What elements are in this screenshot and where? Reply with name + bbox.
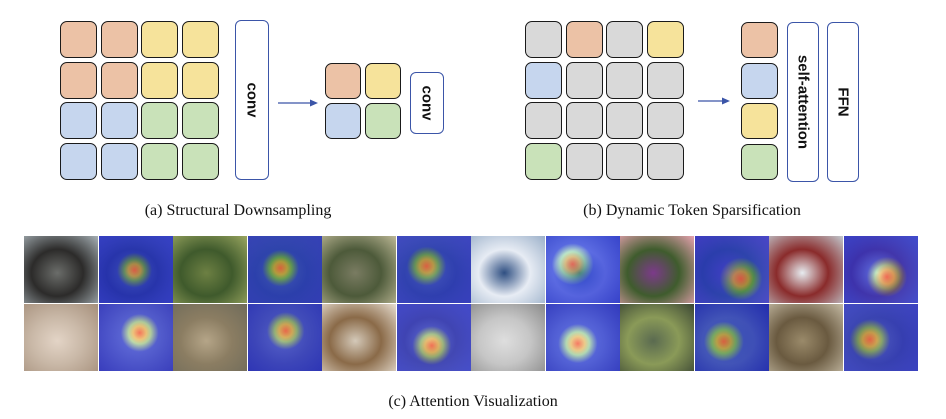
attention-heatmap: [98, 236, 173, 303]
input-image-thumbnail: [471, 236, 545, 303]
token-tile: [181, 102, 219, 139]
selected-token-tile: [741, 143, 778, 180]
attention-heatmap: [396, 304, 471, 371]
attention-overlay-thumbnail: [545, 304, 620, 371]
input-image-thumbnail: [769, 304, 843, 371]
token-tile: [525, 21, 562, 58]
attention-heatmap: [843, 304, 918, 371]
token-tile: [646, 61, 684, 99]
ffn-label: FFN: [834, 87, 852, 117]
attention-overlay-thumbnail: [396, 304, 471, 371]
input-image-thumbnail: [322, 236, 396, 303]
token-tile: [100, 102, 138, 139]
attention-heatmap: [545, 304, 620, 371]
token-tile: [565, 142, 603, 180]
attention-overlay-thumbnail: [247, 236, 322, 303]
selected-token-tile: [741, 62, 778, 99]
input-image-thumbnail: [24, 236, 98, 303]
input-image-thumbnail: [173, 304, 247, 371]
attention-heatmap: [98, 304, 173, 371]
token-tile: [60, 142, 97, 180]
attention-heatmap: [694, 236, 769, 303]
token-tile: [60, 61, 97, 99]
token-tile: [60, 21, 97, 58]
token-tile: [141, 142, 178, 180]
attention-overlay-thumbnail: [843, 304, 918, 371]
attention-overlay-thumbnail: [247, 304, 322, 371]
arrow-icon: [698, 97, 730, 105]
self-attention-block: self-attention: [787, 22, 819, 182]
attention-overlay-thumbnail: [98, 304, 173, 371]
conv-block-large: conv: [235, 20, 269, 180]
selected-token-tile: [741, 22, 778, 58]
token-tile: [606, 21, 643, 58]
token-tile: [100, 21, 138, 58]
token-tile: [60, 102, 97, 139]
token-tile: [100, 142, 138, 180]
token-tile: [606, 142, 643, 180]
conv-block-small: conv: [410, 72, 444, 134]
token-tile: [325, 63, 361, 99]
self-attention-label: self-attention: [794, 54, 812, 150]
token-tile: [646, 142, 684, 180]
token-tile: [364, 63, 401, 99]
attention-heatmap: [396, 236, 471, 303]
token-tile: [565, 102, 603, 139]
selected-token-tile: [741, 103, 778, 139]
token-tile: [606, 61, 643, 99]
token-tile: [141, 21, 178, 58]
token-tile: [364, 102, 401, 139]
caption-b: (b) Dynamic Token Sparsification: [583, 202, 801, 219]
ffn-block: FFN: [827, 22, 859, 182]
token-tile: [606, 102, 643, 139]
attention-overlay-thumbnail: [694, 304, 769, 371]
input-image-thumbnail: [769, 236, 843, 303]
token-tile: [181, 142, 219, 180]
input-image-thumbnail: [620, 236, 694, 303]
attention-heatmap: [247, 236, 322, 303]
token-tile: [325, 102, 361, 139]
attention-overlay-thumbnail: [694, 236, 769, 303]
token-tile: [525, 102, 562, 139]
input-image-thumbnail: [322, 304, 396, 371]
attention-overlay-thumbnail: [843, 236, 918, 303]
token-tile: [525, 61, 562, 99]
conv-label-small: conv: [418, 85, 436, 121]
token-tile: [565, 21, 603, 58]
token-tile: [141, 61, 178, 99]
input-image-thumbnail: [471, 304, 545, 371]
token-tile: [525, 142, 562, 180]
attention-overlay-thumbnail: [98, 236, 173, 303]
token-tile: [181, 61, 219, 99]
attention-heatmap: [247, 304, 322, 371]
input-image-thumbnail: [24, 304, 98, 371]
attention-heatmap: [694, 304, 769, 371]
token-tile: [565, 61, 603, 99]
caption-a: (a) Structural Downsampling: [144, 202, 332, 219]
attention-heatmap: [843, 236, 918, 303]
caption-c: (c) Attention Visualization: [388, 393, 558, 410]
token-tile: [141, 102, 178, 139]
token-tile: [100, 61, 138, 99]
input-image-thumbnail: [620, 304, 694, 371]
token-tile: [646, 21, 684, 58]
conv-label-large: conv: [243, 82, 261, 118]
token-tile: [646, 102, 684, 139]
attention-overlay-thumbnail: [545, 236, 620, 303]
token-tile: [181, 21, 219, 58]
attention-heatmap: [545, 236, 620, 303]
input-image-thumbnail: [173, 236, 247, 303]
attention-overlay-thumbnail: [396, 236, 471, 303]
arrow-icon: [278, 99, 318, 107]
